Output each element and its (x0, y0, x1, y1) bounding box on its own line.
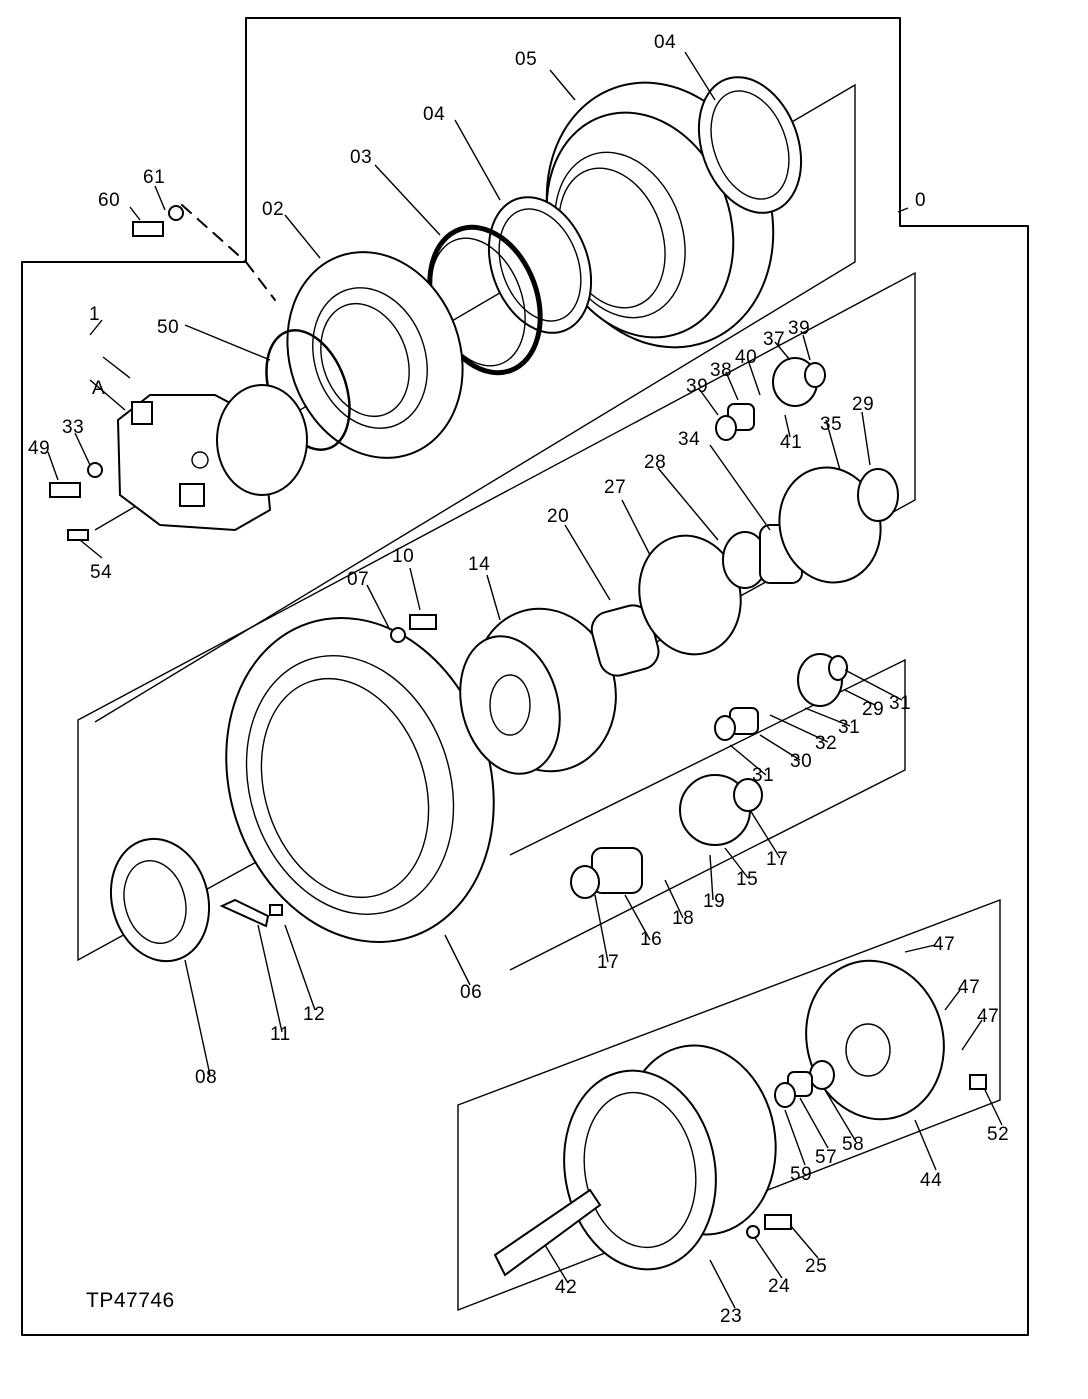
label-part-23: 23 (720, 1306, 742, 1327)
label-part-27: 27 (604, 477, 626, 498)
label-part-25: 25 (805, 1256, 827, 1277)
label-part-31-lower: 31 (752, 765, 774, 786)
label-part-24-motor: 33 (62, 417, 84, 438)
label-part-31-upper: 31 (889, 693, 911, 714)
label-part-44: 44 (920, 1170, 942, 1191)
label-sub-1: 1 (89, 304, 100, 325)
drawing-reference: TP47746 (86, 1289, 175, 1312)
part-54-screw (67, 529, 89, 541)
part-28-washer-upper (857, 468, 899, 522)
label-part-12: 12 (303, 1004, 325, 1025)
label-part-10: 08 (195, 1067, 217, 1088)
label-part-59: 59 (790, 1164, 812, 1185)
label-part-39-upper: 39 (788, 318, 810, 339)
dashed-leader (181, 204, 276, 301)
part-31-washer-upper (828, 655, 848, 681)
label-part-05: 05 (515, 49, 537, 70)
label-part-41: 41 (780, 432, 802, 453)
label-part-07: 07 (347, 569, 369, 590)
label-part-04-left: 04 (423, 104, 445, 125)
label-part-19: 19 (703, 891, 725, 912)
part-14-carrier (459, 607, 617, 775)
label-part-47-c: 47 (977, 1006, 999, 1027)
label-part-37: 37 (763, 329, 785, 350)
part-23-drum (563, 1044, 777, 1271)
part-58-plug (809, 1060, 835, 1090)
part-04-seal-right (697, 76, 803, 214)
part-39-washer-lower (715, 415, 737, 441)
part-39-washer-upper (804, 362, 826, 388)
label-part-57: 57 (815, 1147, 837, 1168)
part-24-washer-motor (87, 462, 103, 478)
part-42-shaft (493, 1188, 602, 1277)
leader-lines (47, 51, 1003, 1309)
label-part-47-a: 47 (933, 934, 955, 955)
label-part-38: 38 (710, 360, 732, 381)
label-part-32: 32 (815, 733, 837, 754)
part-06-ring-housing (225, 617, 495, 943)
part-10-nut (109, 837, 211, 963)
label-part-04-right: 04 (654, 32, 676, 53)
part-60-bolt (132, 221, 164, 237)
part-25-bolt (764, 1214, 792, 1230)
label-part-50: 50 (157, 317, 179, 338)
label-part-58: 58 (842, 1134, 864, 1155)
label-part-03: 03 (350, 147, 372, 168)
part-24-washer (746, 1225, 760, 1239)
label-part-40: 40 (735, 347, 757, 368)
label-part-28-lower: 28 (644, 452, 666, 473)
part-59-ring (774, 1082, 796, 1108)
part-52-bolt (969, 1074, 987, 1090)
label-part-54: 54 (90, 562, 112, 583)
label-part-35: 35 (820, 414, 842, 435)
label-part-14: 14 (468, 554, 490, 575)
label-part-42: 42 (555, 1277, 577, 1298)
label-part-02: 02 (262, 199, 284, 220)
part-17-washer-lower (570, 865, 600, 899)
part-31-washer-lower (714, 715, 736, 741)
label-sub-A: A (92, 378, 105, 399)
label-assembly-0: 0 (915, 190, 926, 211)
label-part-52: 52 (987, 1124, 1009, 1145)
label-part-18: 18 (672, 908, 694, 929)
part-12-bolt (269, 904, 283, 916)
label-part-15: 15 (736, 869, 758, 890)
label-part-29: 29 (862, 699, 884, 720)
label-part-49: 49 (28, 438, 50, 459)
label-part-06: 06 (460, 982, 482, 1003)
group-outline-planet (509, 658, 906, 971)
part-1-motor (116, 384, 308, 532)
label-part-60: 60 (98, 190, 120, 211)
label-part-08: 10 (392, 546, 414, 567)
part-17-washer-upper (733, 778, 763, 812)
label-part-39-lower: 39 (686, 376, 708, 397)
label-part-16: 16 (640, 929, 662, 950)
part-11-lock-plate (219, 898, 270, 928)
label-part-33: 31 (838, 717, 860, 738)
label-part-34: 34 (678, 429, 700, 450)
part-02-flange (286, 251, 464, 459)
part-08-bolt (409, 614, 437, 630)
label-part-20: 20 (547, 506, 569, 527)
label-part-47-b: 47 (958, 977, 980, 998)
part-61-washer (168, 205, 184, 221)
label-part-28-upper: 29 (852, 394, 874, 415)
group-outline-bottom (457, 898, 1001, 1312)
part-04-seal-left (487, 196, 593, 334)
part-49-bolt (49, 482, 81, 498)
label-part-11: 11 (270, 1024, 291, 1045)
part-44-cover (805, 959, 945, 1121)
label-part-61: 61 (143, 167, 165, 188)
part-07-washer (390, 627, 406, 643)
group-outline-top (94, 83, 856, 723)
label-part-17-upper: 17 (766, 849, 788, 870)
label-part-24-drum: 24 (768, 1276, 790, 1297)
part-labels: 05 04 04 03 02 61 60 0 1 50 A 33 49 54 3… (28, 32, 1009, 1327)
label-part-30: 30 (790, 751, 812, 772)
group-outline-middle (77, 271, 916, 962)
label-part-17-lower: 17 (597, 952, 619, 973)
assembly-boundary (21, 17, 1029, 1336)
